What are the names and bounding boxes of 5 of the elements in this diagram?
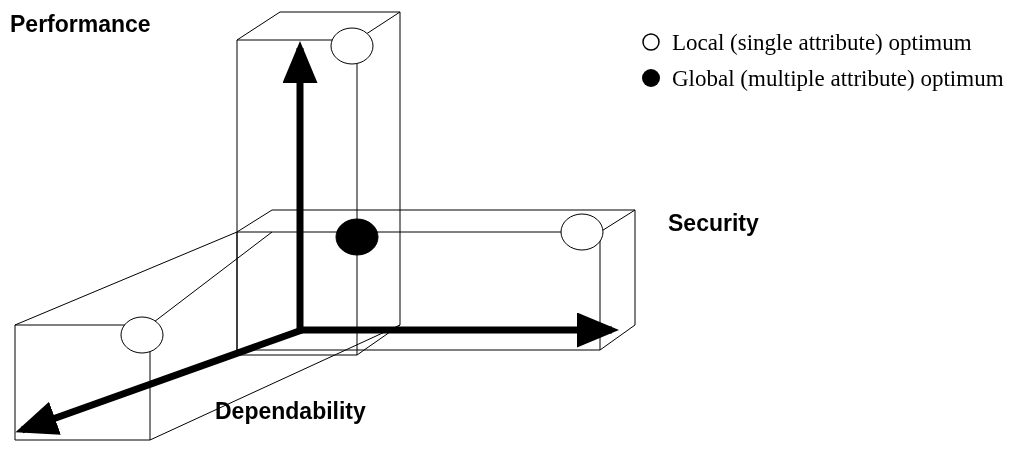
legend-text: Global (multiple attribute) optimum: [672, 67, 1004, 90]
axis-label: Performance: [10, 13, 151, 36]
legend-text: Local (single attribute) optimum: [672, 31, 972, 54]
axis-label: Dependability: [215, 400, 366, 423]
axis-label: Security: [668, 212, 759, 235]
